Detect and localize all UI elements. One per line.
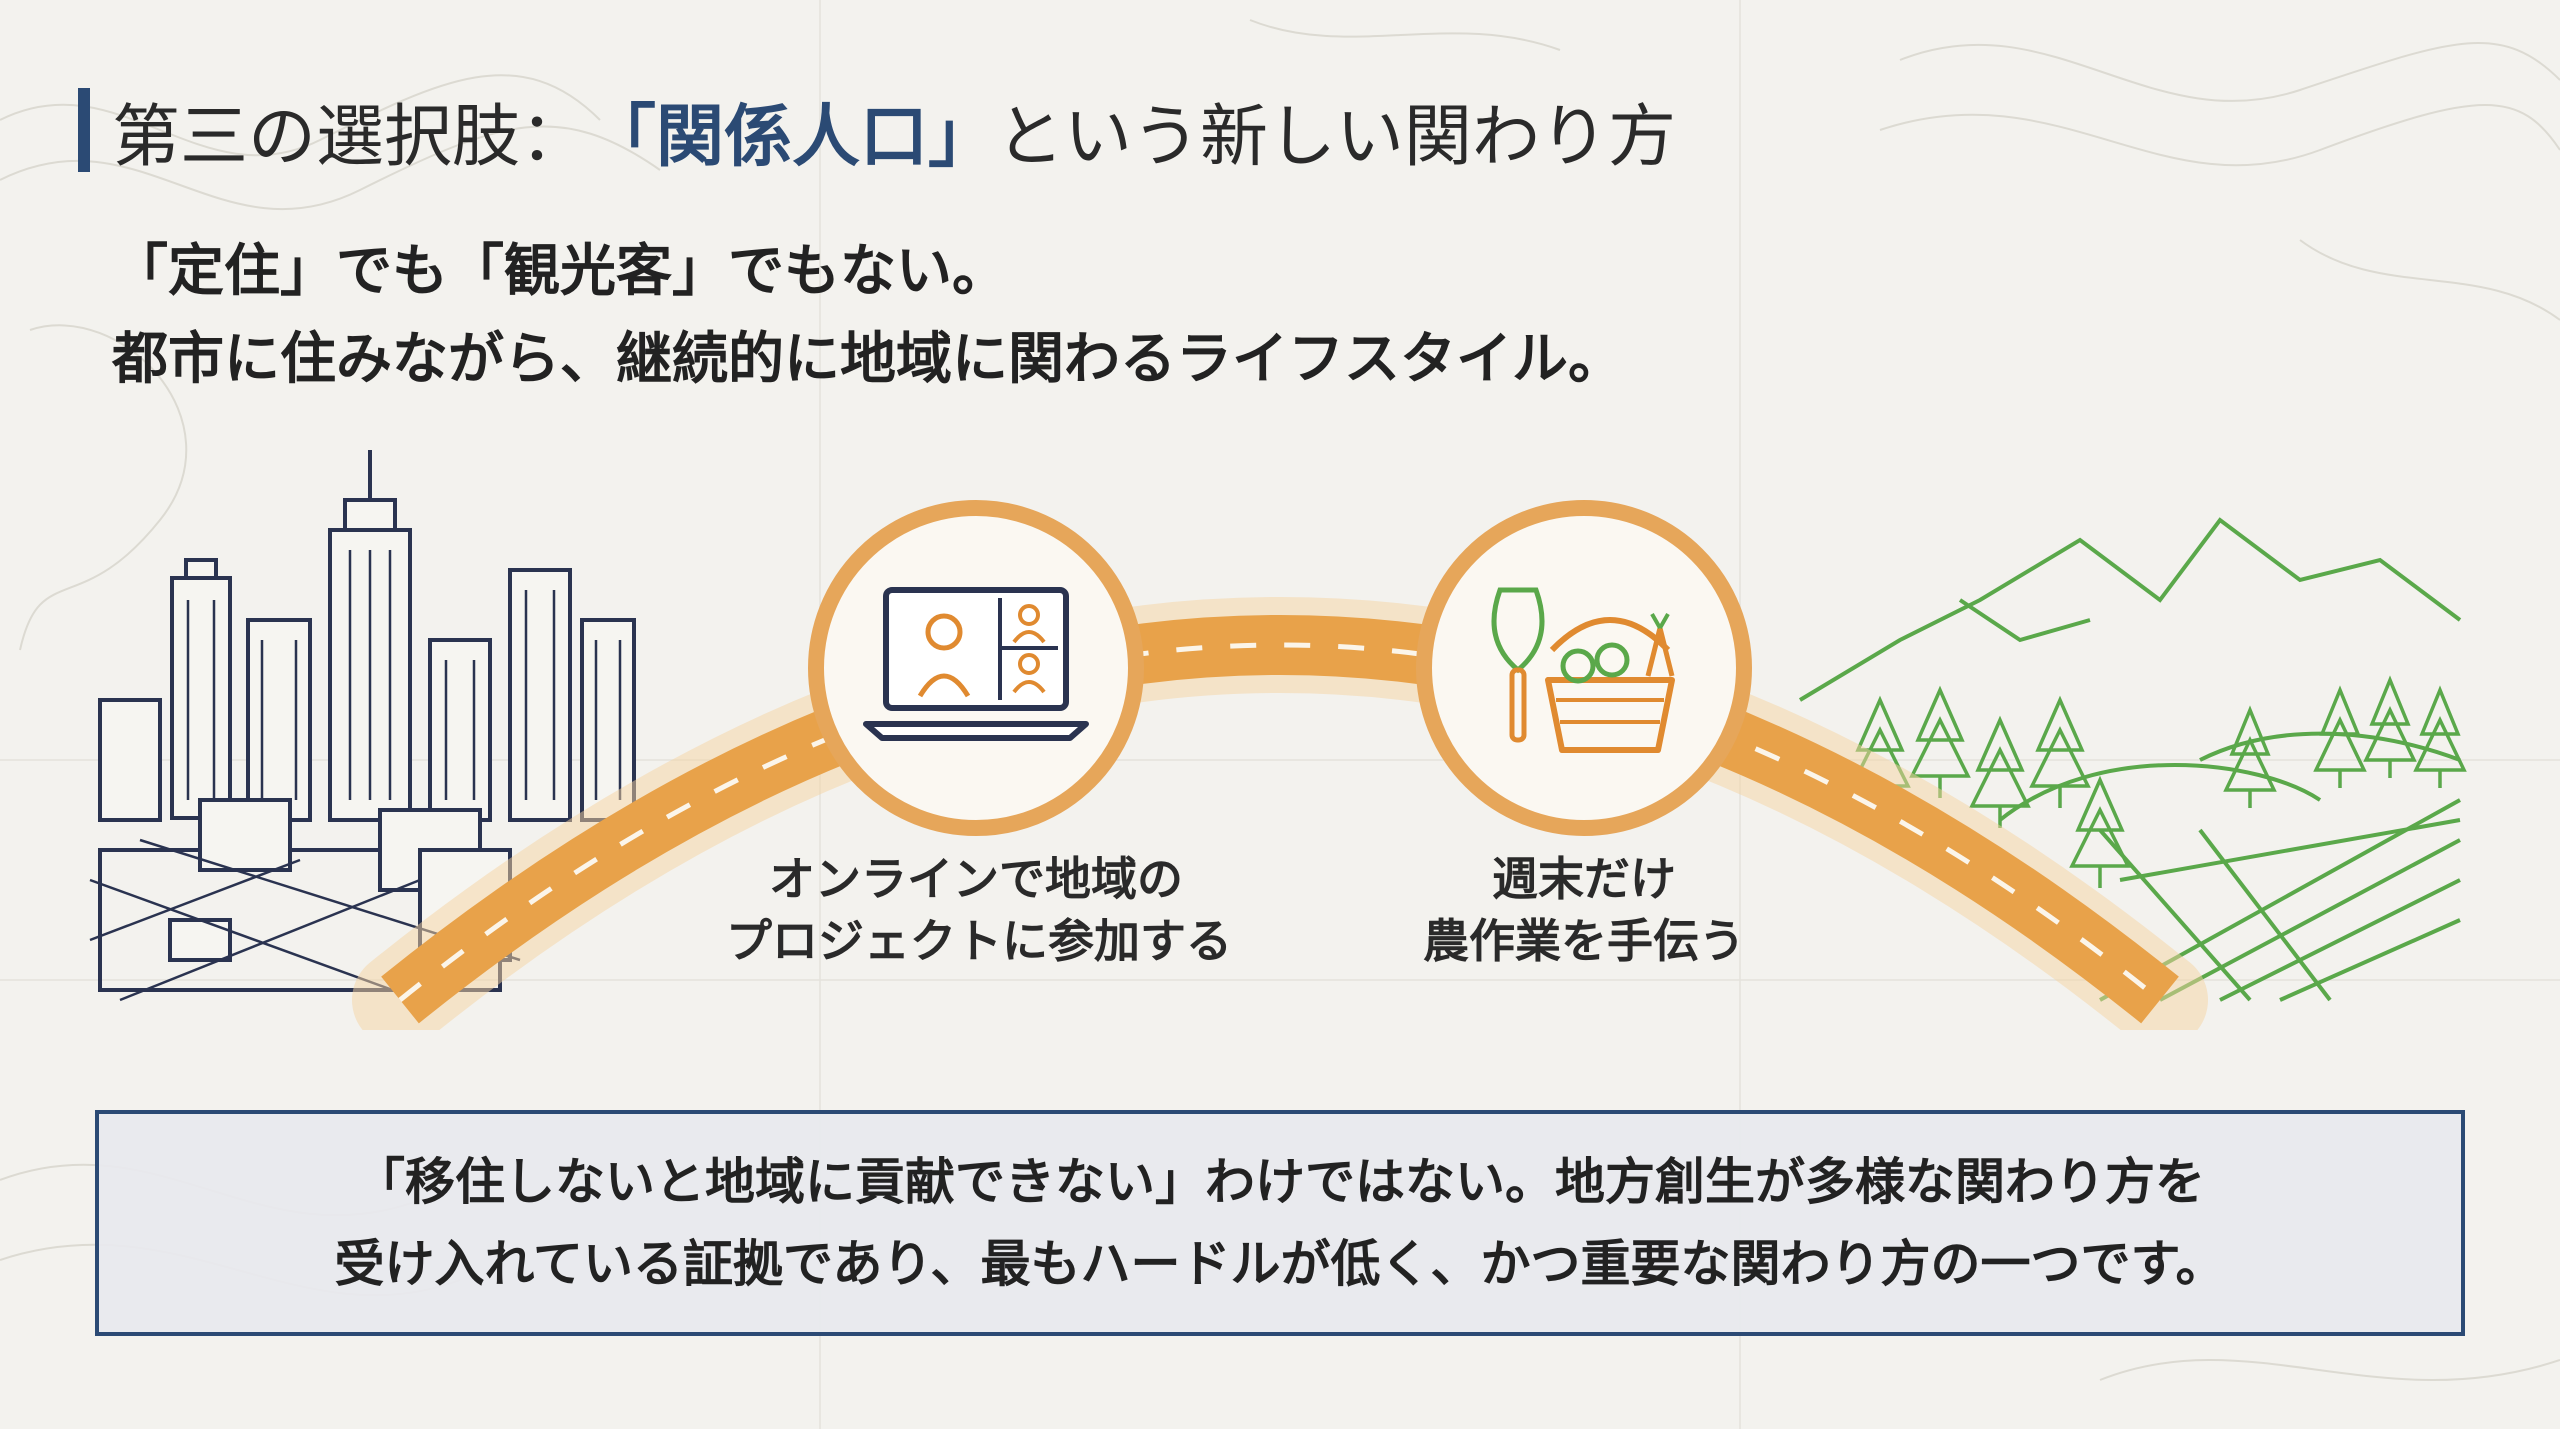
subtitle-line-2: 都市に住みながら、継続的に地域に関わるライフスタイル。	[112, 327, 1624, 392]
title-highlight: 「関係人口」	[588, 97, 997, 177]
step-caption-farm-line-2: 農作業を手伝う	[1423, 914, 1745, 968]
summary-note-box: 「移住しないと地域に貢献できない」わけではない。地方創生が多様な関わり方を 受け…	[95, 1110, 2465, 1336]
step-caption-online-line-1: オンラインで地域の	[769, 852, 1183, 906]
step-caption-farm-line-1: 週末だけ	[1492, 852, 1676, 906]
subtitle-line-1: 「定住」でも「観光客」でもない。	[112, 239, 1008, 304]
online-project-step	[808, 500, 1144, 836]
step-caption-online-line-2: プロジェクトに参加する	[726, 914, 1232, 968]
summary-note-line-1: 「移住しないと地域に貢献できない」わけではない。地方創生が多様な関わり方を	[355, 1153, 2205, 1211]
subtitle: 「定住」でも「観光客」でもない。 都市に住みながら、継続的に地域に関わるライフス…	[112, 228, 1624, 404]
title-suffix: という新しい関わり方	[996, 97, 1677, 177]
laptop-video-call-icon	[863, 587, 1089, 741]
title-prefix: 第三の選択肢：	[112, 97, 589, 177]
summary-note-line-2: 受け入れている証拠であり、最もハードルが低く、かつ重要な関わり方の一つです。	[334, 1235, 2226, 1293]
step-caption-farm: 週末だけ 農作業を手伝う	[1384, 848, 1784, 972]
shovel-vegetable-basket-icon	[1491, 587, 1675, 753]
step-caption-online: オンラインで地域の プロジェクトに参加する	[726, 848, 1232, 972]
countryside-landscape-icon	[1798, 517, 2462, 1002]
farm-work-step	[1416, 500, 1752, 836]
page-title: 第三の選択肢：「関係人口」という新しい関わり方	[78, 88, 1676, 177]
city-to-countryside-scene	[89, 450, 2467, 1030]
